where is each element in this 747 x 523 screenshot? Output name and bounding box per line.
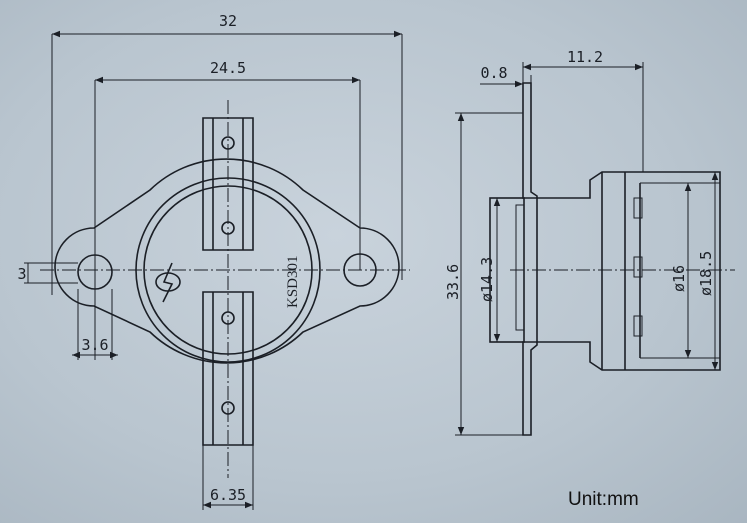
side-terminal-top — [522, 82, 538, 199]
side-terminal-bottom — [522, 341, 538, 436]
dim-cap-diameter: ø14.3 — [478, 257, 496, 302]
side-view: 0.8 11.2 33.6 ø14.3 ø16 ø18.5 — [444, 48, 735, 436]
unit-label: Unit:mm — [568, 489, 639, 510]
dim-hole-width: 3.6 — [81, 336, 108, 354]
dim-outer-diameter: ø18.5 — [697, 251, 715, 296]
terminal-top — [202, 117, 254, 251]
dim-body-diameter: ø16 — [670, 265, 688, 292]
dim-hole-height: 3 — [17, 265, 26, 283]
dim-hole-spacing: 24.5 — [210, 59, 246, 77]
dim-flange-thickness: 0.8 — [480, 64, 507, 82]
dim-terminal-width: 6.35 — [210, 486, 246, 504]
logo-mark-icon — [155, 262, 181, 303]
terminal-bottom-rivet — [221, 311, 235, 325]
terminal-top-rivet — [221, 221, 235, 235]
dim-overall-width: 32 — [219, 12, 237, 30]
side-clip — [633, 256, 643, 278]
side-cap-inner — [515, 204, 525, 331]
terminal-top-hole — [221, 136, 235, 150]
side-clip — [633, 197, 643, 219]
side-body — [536, 171, 721, 371]
terminal-bottom-hole — [221, 401, 235, 415]
dim-body-depth: 11.2 — [567, 48, 603, 66]
model-marking: KSD301 — [285, 255, 301, 308]
dim-flange-height: 33.6 — [444, 264, 462, 300]
side-clip — [633, 315, 643, 337]
mounting-hole-left — [77, 254, 113, 290]
front-view: 32 24.5 KSD301 — [17, 12, 410, 510]
mounting-plate — [54, 158, 400, 364]
